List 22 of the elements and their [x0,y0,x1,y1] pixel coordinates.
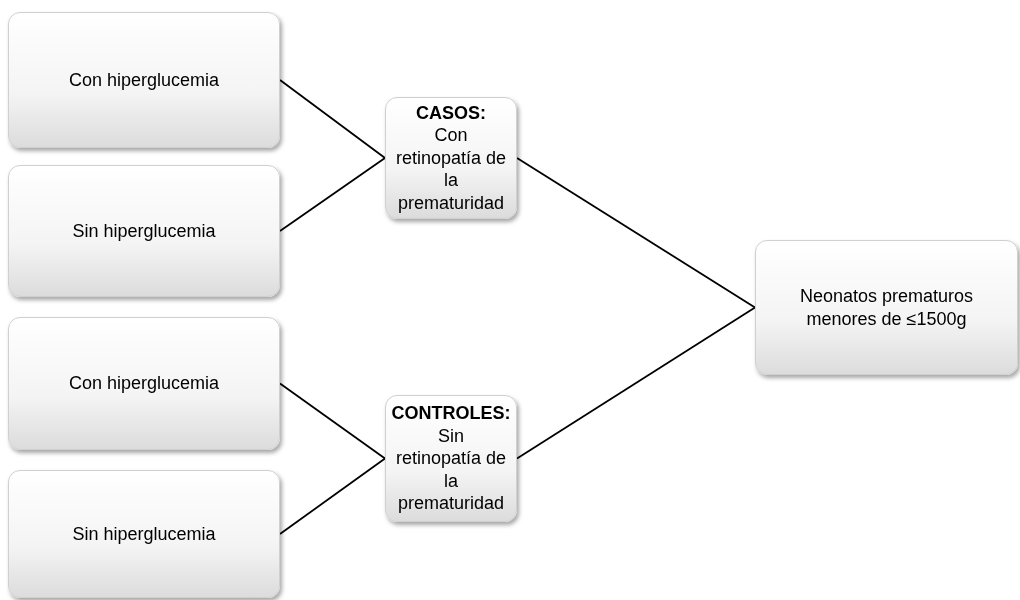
rounded-box [8,165,280,297]
box-text: Sin retinopatía de la prematuridad [394,424,508,515]
box-text: Sin hiperglucemia [72,522,216,546]
box-text: Neonatos prematuros menores de ≤1500g [798,285,975,330]
rounded-box [8,470,280,598]
box-text: Con retinopatía de la prematuridad [394,124,508,215]
rounded-box [755,240,1018,375]
box-text: Con hiperglucemia [68,68,220,92]
connector-line [516,306,756,460]
box-text: Con hiperglucemia [68,372,220,395]
connector-line [279,382,386,460]
connector-line [516,157,756,309]
connector-line [279,157,386,232]
rounded-box [8,317,280,450]
connector-line [279,79,386,159]
rounded-box [8,12,280,148]
box-heading: CASOS: [416,101,486,125]
rounded-box [385,395,517,522]
connector-line [279,457,386,535]
box-text: Sin hiperglucemia [72,219,216,243]
box-heading: CONTROLES: [391,402,511,425]
rounded-box [385,97,517,219]
